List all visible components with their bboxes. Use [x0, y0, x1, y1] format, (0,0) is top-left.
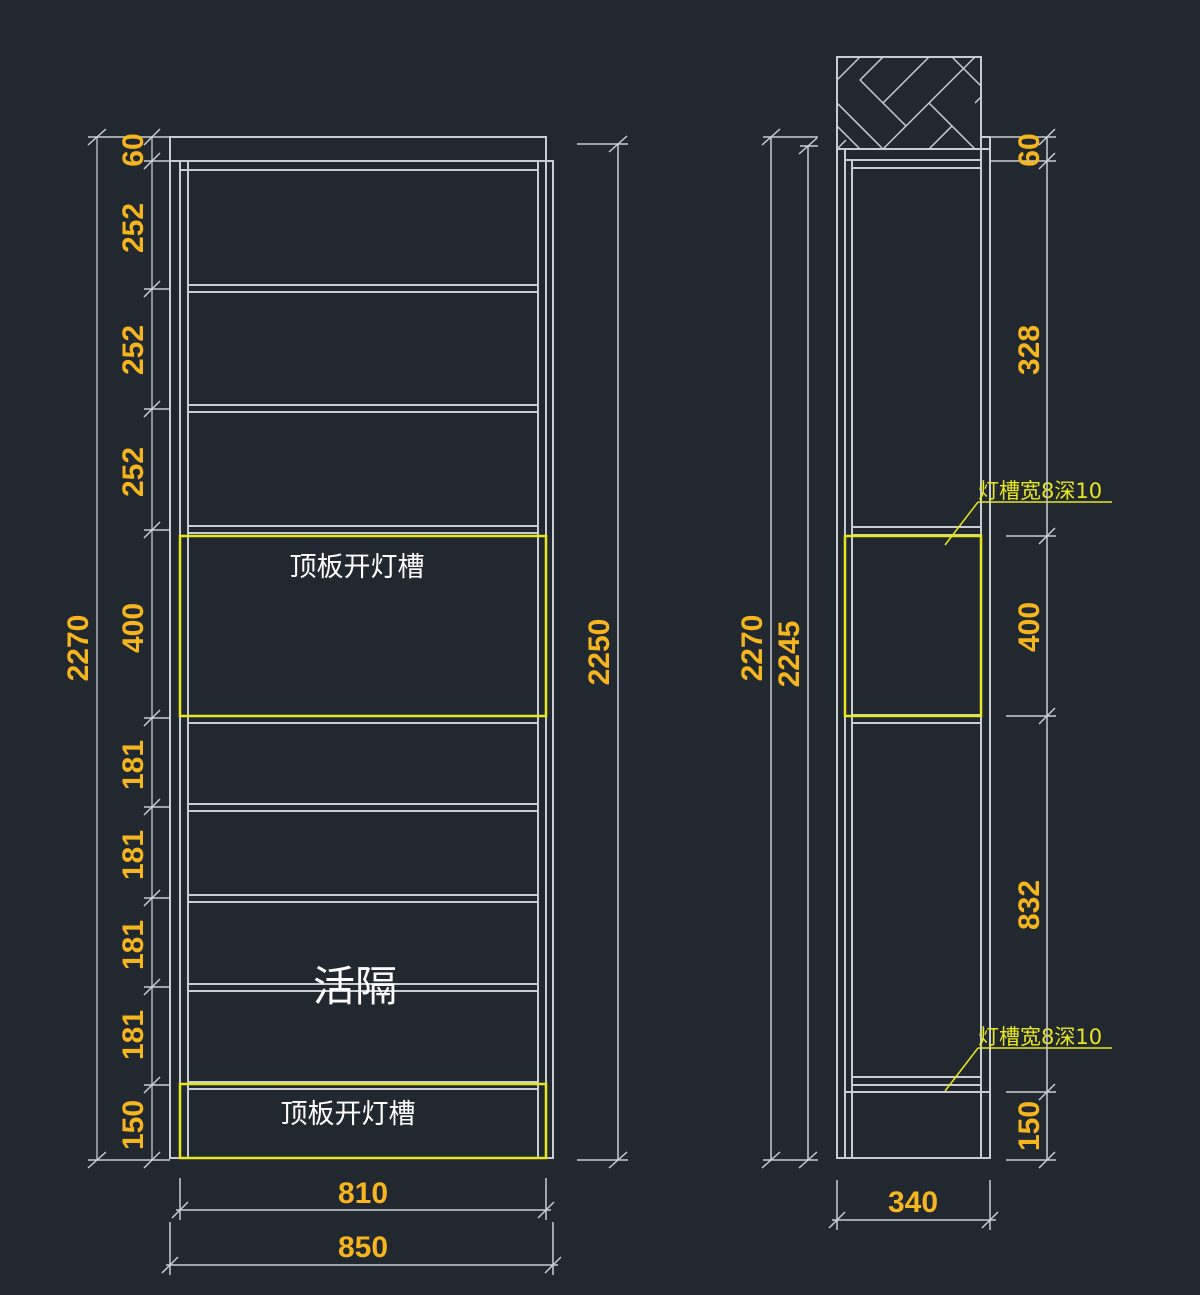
dim-side-total-2270: 2270 — [736, 615, 769, 682]
front-light-groove-box-lower — [178, 1082, 548, 1160]
hatch-pattern — [836, 56, 982, 150]
dim-front-400: 400 — [117, 603, 150, 653]
dim-front-252-c: 252 — [117, 447, 150, 497]
front-top-cornice — [169, 136, 547, 162]
front-view: 顶板开灯槽 活隔 顶板开灯槽 — [169, 136, 554, 1160]
dim-side-400: 400 — [1013, 602, 1046, 652]
shelf — [187, 284, 539, 293]
dim-front-total-right: 2250 — [583, 619, 616, 686]
side-cabinet-outline — [836, 148, 991, 1159]
dim-front-width-810: 810 — [338, 1177, 388, 1210]
front-left-dimension-chain: 60 252 252 252 400 181 181 181 181 150 2… — [62, 128, 170, 1169]
side-shelf — [851, 526, 982, 536]
side-light-groove-box — [843, 534, 983, 718]
dim-front-181-b: 181 — [117, 830, 150, 880]
side-note-lower-groove: 灯槽宽8深10 — [978, 1025, 1102, 1049]
side-wall-hatch-block — [836, 56, 982, 150]
dim-front-150: 150 — [117, 1100, 150, 1150]
front-label-bottom-groove: 顶板开灯槽 — [281, 1099, 416, 1130]
side-note-upper-groove: 灯槽宽8深10 — [978, 479, 1102, 503]
dim-side-328: 328 — [1013, 325, 1046, 375]
dim-front-252-a: 252 — [117, 203, 150, 253]
shelf — [187, 525, 539, 534]
dim-side-60: 60 — [1013, 133, 1046, 166]
dim-front-width-850: 850 — [338, 1231, 388, 1264]
shelf — [187, 803, 539, 812]
dim-front-252-b: 252 — [117, 325, 150, 375]
front-right-dimension: 2250 — [577, 135, 628, 1169]
side-bottom-dimension: 340 — [828, 1180, 999, 1230]
shelf — [187, 894, 539, 903]
dim-front-181-c: 181 — [117, 920, 150, 970]
dim-front-total-left: 2270 — [62, 615, 95, 682]
front-bottom-dimensions: 810 850 — [161, 1177, 562, 1275]
side-view — [836, 56, 991, 1159]
dim-front-60: 60 — [117, 133, 150, 166]
side-notes: 灯槽宽8深10 灯槽宽8深10 — [944, 479, 1112, 1092]
front-label-top-groove: 顶板开灯槽 — [290, 552, 425, 583]
dim-front-181-a: 181 — [117, 740, 150, 790]
side-right-dimension-chain: 60 328 400 832 150 — [990, 128, 1056, 1169]
side-left-dimensions: 2270 2245 — [736, 128, 818, 1169]
front-light-groove-box-upper — [178, 534, 548, 718]
dim-front-181-d: 181 — [117, 1010, 150, 1060]
dim-side-total-2245: 2245 — [773, 621, 806, 688]
dim-side-depth-340: 340 — [888, 1186, 938, 1219]
side-shelf — [851, 1076, 982, 1086]
dim-side-832: 832 — [1013, 880, 1046, 930]
shelf — [187, 404, 539, 413]
shelf — [187, 1081, 539, 1090]
front-label-movable-shelf: 活隔 — [313, 962, 397, 1011]
shelf — [187, 983, 539, 992]
dim-side-150: 150 — [1013, 1101, 1046, 1151]
